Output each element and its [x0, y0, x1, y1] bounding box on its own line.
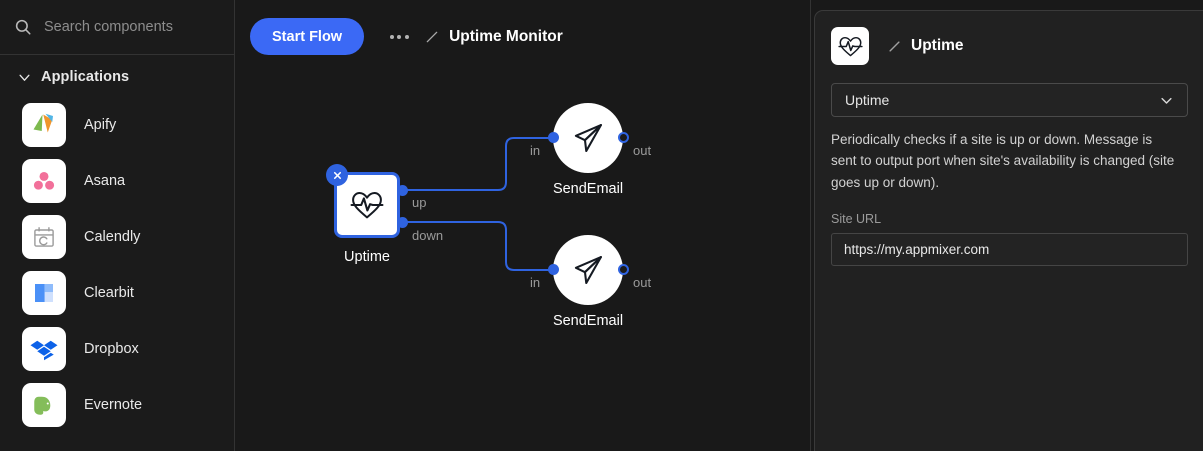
port-in-sendemail-down[interactable]	[548, 264, 559, 275]
send-paper-plane-icon	[574, 256, 602, 284]
port-in-sendemail-up[interactable]	[548, 132, 559, 143]
group-header-label: Applications	[41, 69, 130, 85]
sidebar-item-clearbit[interactable]: Clearbit	[0, 265, 234, 321]
heart-pulse-icon	[350, 192, 384, 219]
node-sendemail-up[interactable]	[553, 103, 623, 173]
sidebar-item-label: Calendly	[84, 229, 141, 245]
close-icon[interactable]	[326, 164, 348, 186]
search-input[interactable]	[44, 19, 224, 35]
asana-logo-icon	[22, 159, 66, 203]
more-horizontal-icon[interactable]	[384, 24, 414, 50]
inspector-title: Uptime	[911, 37, 964, 54]
port-label-out: out	[633, 275, 652, 290]
node-caption-uptime: Uptime	[344, 249, 390, 265]
chevron-down-icon	[19, 74, 30, 81]
site-url-input[interactable]	[831, 232, 1188, 266]
port-out-up[interactable]	[397, 185, 408, 196]
dropbox-logo-icon	[22, 327, 66, 371]
component-select-value: Uptime	[845, 92, 890, 108]
sidebar-item-label: Asana	[84, 173, 126, 189]
pencil-icon[interactable]	[887, 39, 902, 54]
heart-pulse-icon	[831, 27, 869, 65]
component-select[interactable]: Uptime	[831, 83, 1188, 117]
node-sendemail-down[interactable]	[553, 235, 623, 305]
inspector-header: Uptime	[831, 27, 1188, 65]
sidebar-item-dropbox[interactable]: Dropbox	[0, 321, 234, 377]
sidebar-item-label: Evernote	[84, 397, 143, 413]
canvas-toolbar: Start Flow Uptime Monitor	[250, 18, 563, 55]
port-label-up: up	[412, 195, 427, 210]
node-uptime[interactable]	[326, 164, 400, 238]
sidebar-item-label: Apify	[84, 117, 117, 133]
port-label-in: in	[530, 275, 541, 290]
sidebar-item-calendly[interactable]: Calendly	[0, 209, 234, 265]
port-label-out: out	[633, 143, 652, 158]
sidebar-item-evernote[interactable]: Evernote	[0, 377, 234, 433]
start-flow-button[interactable]: Start Flow	[250, 18, 365, 55]
port-out-sendemail-up[interactable]	[618, 132, 629, 143]
flow-title[interactable]: Uptime Monitor	[449, 27, 563, 45]
port-label-down: down	[412, 228, 444, 243]
inspector-panel: Uptime Uptime Periodically checks if a s…	[814, 10, 1203, 451]
port-out-down[interactable]	[397, 217, 408, 228]
node-caption-sendemail-down: SendEmail	[552, 313, 624, 329]
sidebar-item-asana[interactable]: Asana	[0, 153, 234, 209]
pencil-icon[interactable]	[424, 29, 440, 45]
application-list: Apify Asana	[0, 95, 234, 433]
clearbit-logo-icon	[22, 271, 66, 315]
sidebar-item-label: Clearbit	[84, 285, 134, 301]
evernote-logo-icon	[22, 383, 66, 427]
apify-logo-icon	[22, 103, 66, 147]
port-label-in: in	[530, 143, 541, 158]
port-out-sendemail-down[interactable]	[618, 264, 629, 275]
search-icon	[15, 19, 31, 35]
node-caption-sendemail-up: SendEmail	[552, 181, 624, 197]
sidebar-item-apify[interactable]: Apify	[0, 97, 234, 153]
search-bar[interactable]	[0, 0, 234, 55]
site-url-label: Site URL	[831, 211, 882, 226]
group-header-applications[interactable]: Applications	[0, 55, 234, 95]
sidebar-item-label: Dropbox	[84, 341, 139, 357]
flow-canvas[interactable]: Start Flow Uptime Monitor	[236, 0, 811, 451]
components-sidebar: Applications Apify	[0, 0, 235, 451]
calendly-logo-icon	[22, 215, 66, 259]
chevron-down-icon	[1161, 97, 1172, 104]
send-paper-plane-icon	[574, 124, 602, 152]
component-description: Periodically checks if a site is up or d…	[831, 132, 1175, 190]
connection-wires	[402, 137, 554, 271]
